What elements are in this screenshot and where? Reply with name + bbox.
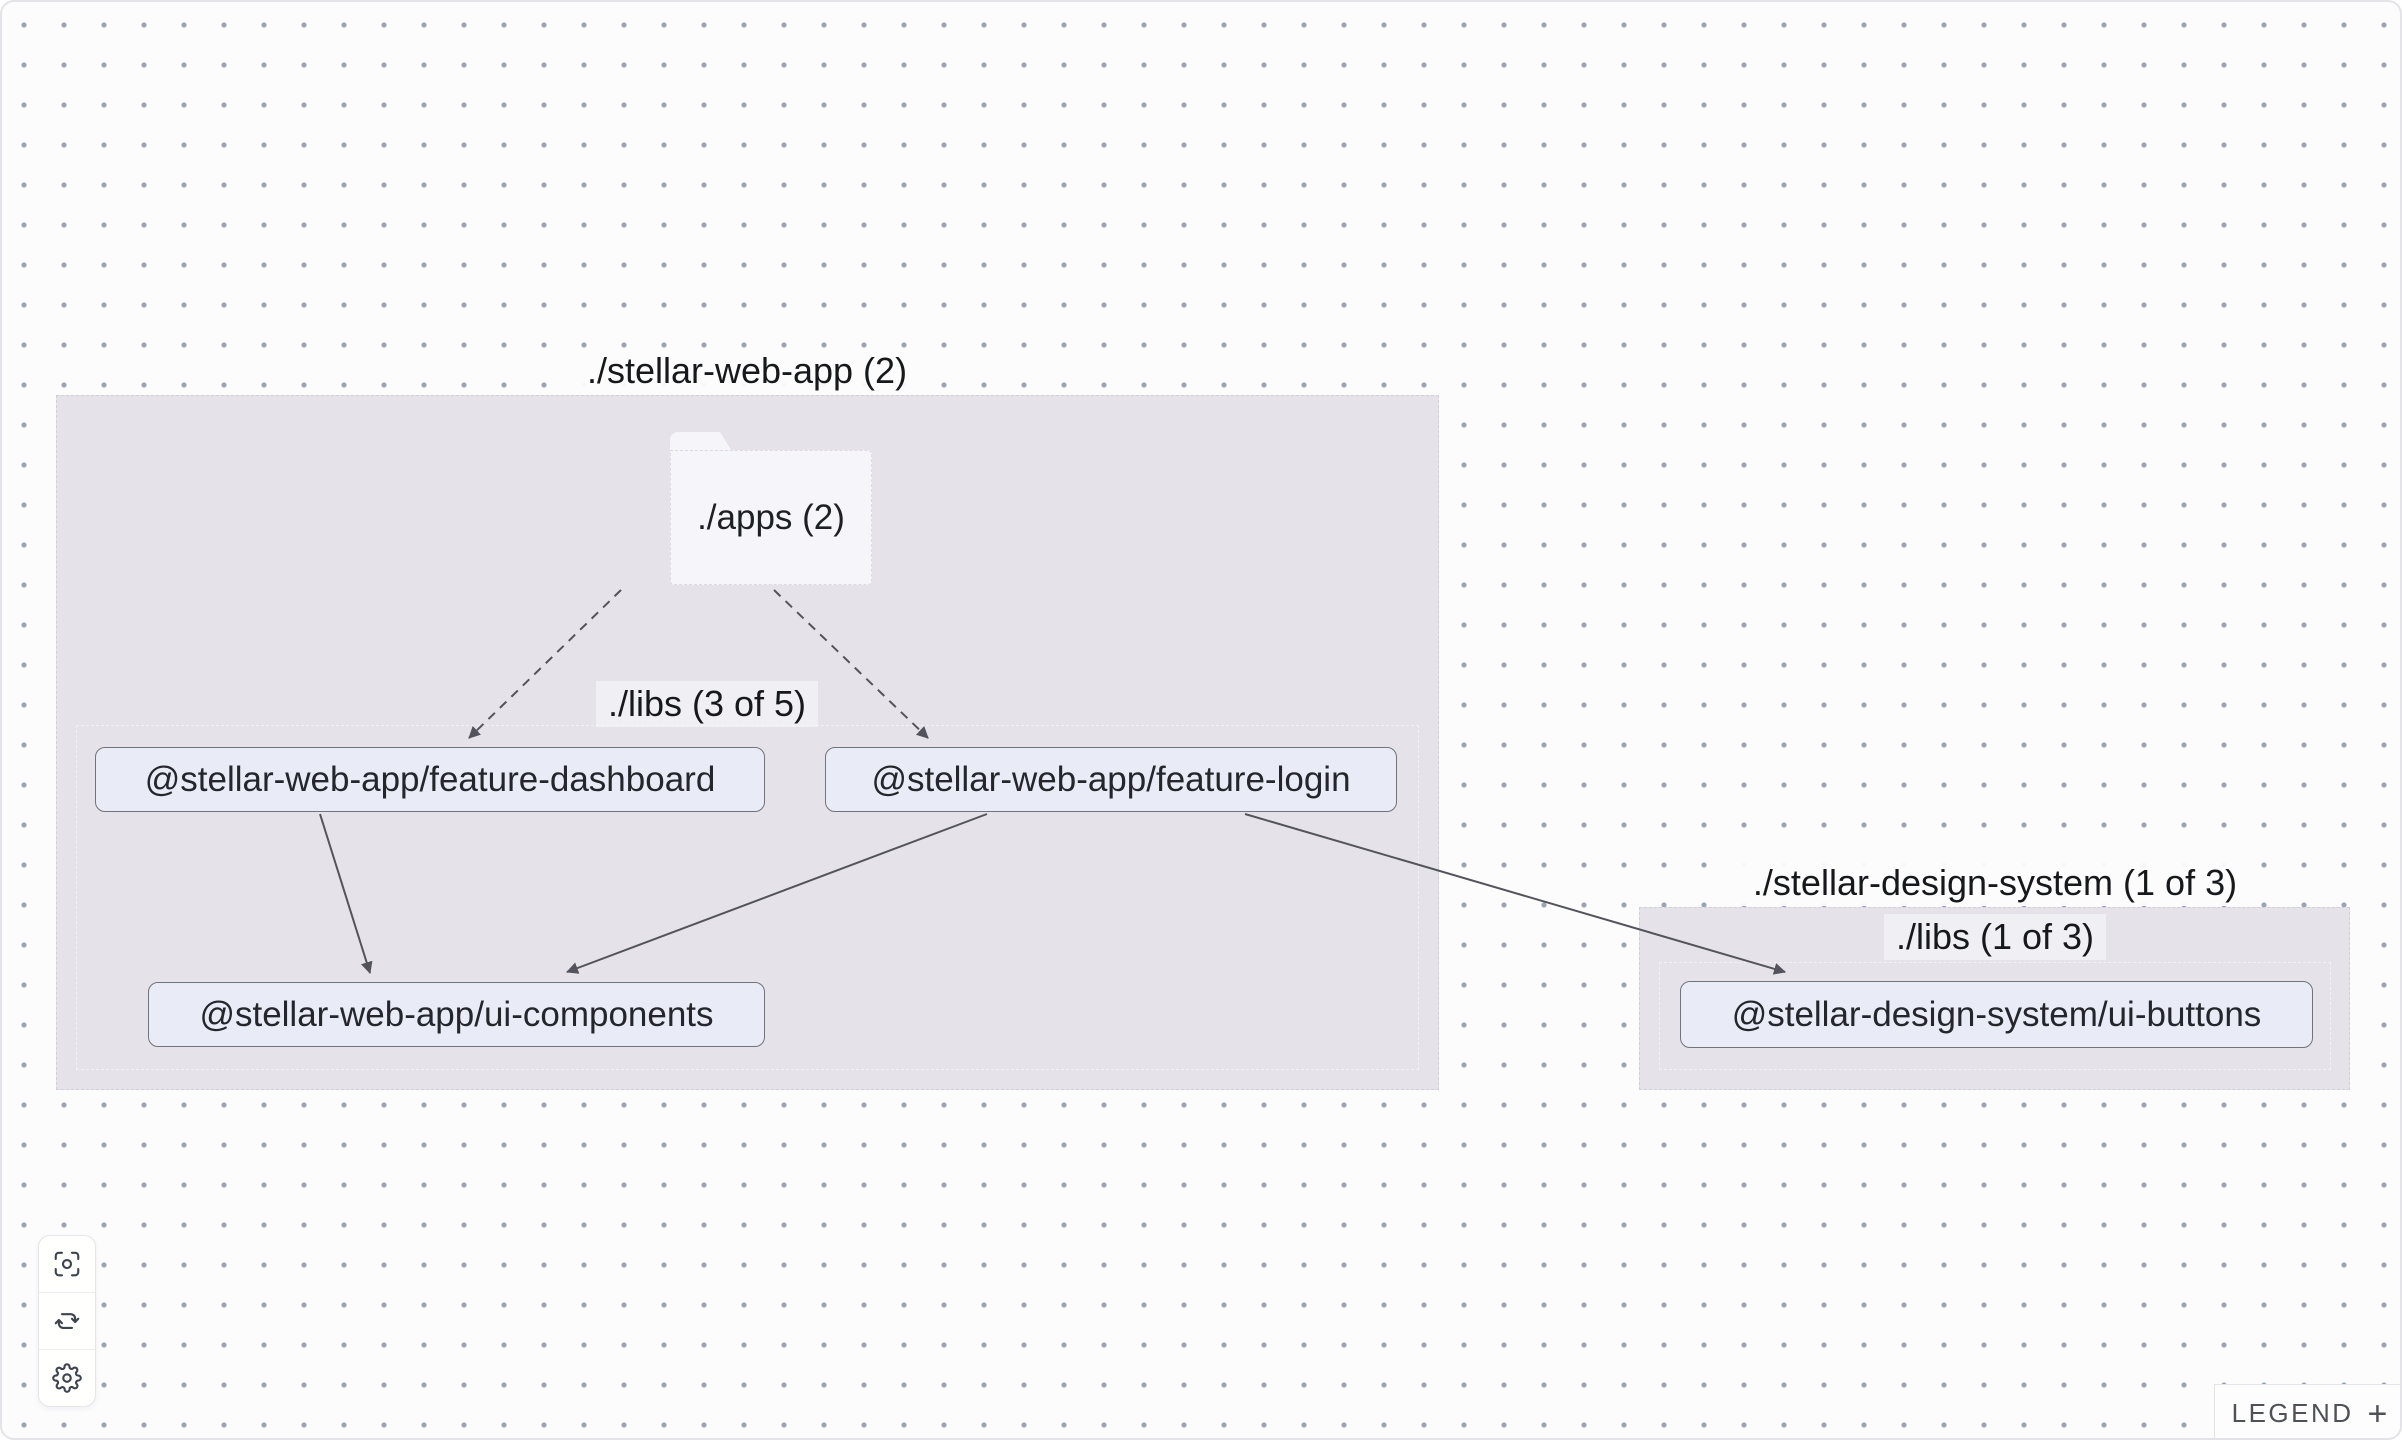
settings-gear-icon [52, 1363, 82, 1393]
group-title-text: ./stellar-design-system (1 of 3) [1740, 860, 2250, 906]
group-title-stellar-design-system: ./stellar-design-system (1 of 3) [1645, 860, 2345, 906]
focus-center-icon [54, 1251, 80, 1277]
refresh-cycle-icon [54, 1313, 80, 1329]
node-label: @stellar-web-app/ui-components [199, 994, 714, 1034]
subgroup-design-libs [1659, 962, 2331, 1070]
node-label: @stellar-web-app/feature-login [871, 759, 1351, 799]
node-ui-components[interactable]: @stellar-web-app/ui-components [148, 982, 765, 1047]
refresh-graph-button[interactable] [39, 1292, 95, 1349]
section-label-text: ./libs (1 of 3) [1883, 914, 2107, 960]
folder-node-apps[interactable]: ./apps (2) [670, 432, 872, 585]
section-label-design-libs: ./libs (1 of 3) [1695, 914, 2295, 960]
node-label: @stellar-web-app/feature-dashboard [144, 759, 716, 799]
node-ui-buttons[interactable]: @stellar-design-system/ui-buttons [1680, 981, 2313, 1048]
folder-body: ./apps (2) [670, 450, 872, 585]
node-label: @stellar-design-system/ui-buttons [1731, 994, 2262, 1034]
group-title-text: ./stellar-web-app (2) [574, 348, 920, 394]
section-label-text: ./libs (3 of 5) [595, 681, 819, 727]
node-feature-login[interactable]: @stellar-web-app/feature-login [825, 747, 1397, 812]
section-label-web-libs: ./libs (3 of 5) [457, 681, 957, 727]
group-title-stellar-web-app: ./stellar-web-app (2) [97, 348, 1397, 394]
node-feature-dashboard[interactable]: @stellar-web-app/feature-dashboard [95, 747, 765, 812]
legend-label: LEGEND [2231, 1398, 2354, 1428]
legend-toggle[interactable]: LEGEND + [2214, 1384, 2400, 1438]
canvas-toolbar [38, 1235, 96, 1407]
focus-center-button[interactable] [39, 1236, 95, 1292]
plus-icon: + [2367, 1394, 2388, 1433]
settings-button[interactable] [39, 1349, 95, 1406]
folder-label: ./apps (2) [697, 497, 845, 537]
